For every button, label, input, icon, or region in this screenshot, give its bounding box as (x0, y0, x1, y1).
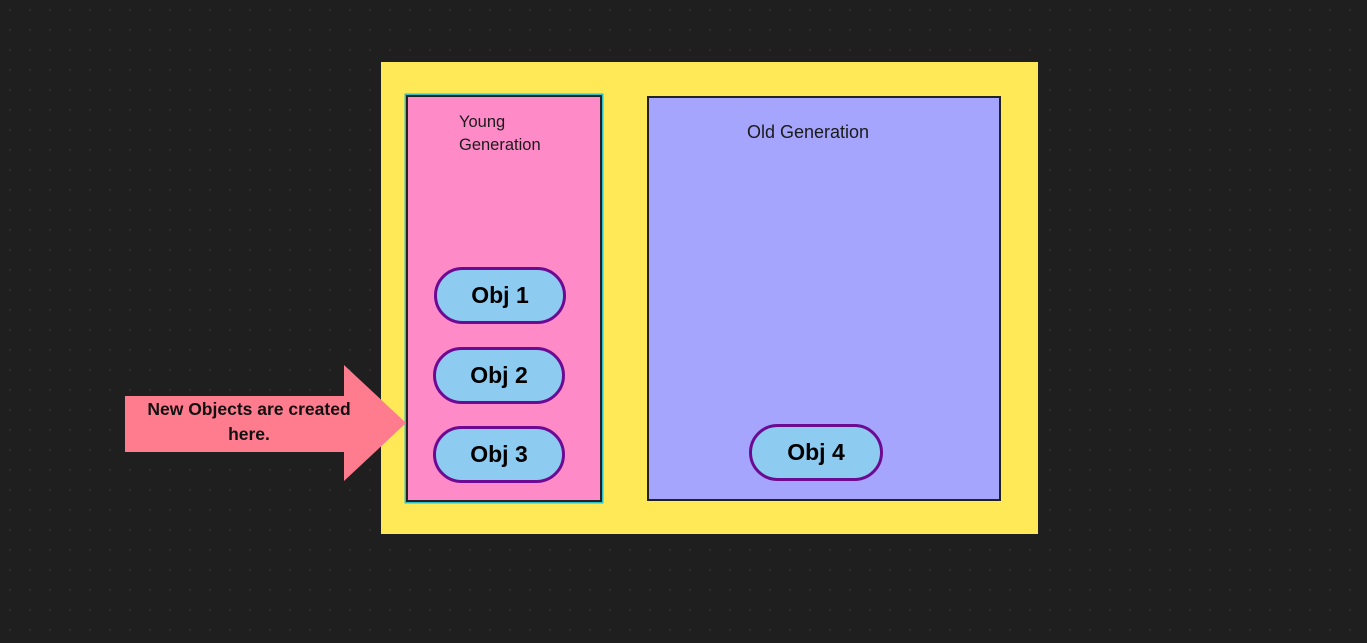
arrow-shape (125, 365, 406, 481)
young-generation-title: Young Generation (459, 113, 541, 154)
object-node-2: Obj 2 (433, 347, 565, 404)
old-generation-title: Old Generation (747, 122, 870, 142)
new-objects-arrow (125, 365, 406, 481)
arrow-label: New Objects are created here. (147, 399, 351, 444)
object-node-4: Obj 4 (749, 424, 883, 481)
object-node-3: Obj 3 (433, 426, 565, 483)
object-node-1: Obj 1 (434, 267, 566, 324)
